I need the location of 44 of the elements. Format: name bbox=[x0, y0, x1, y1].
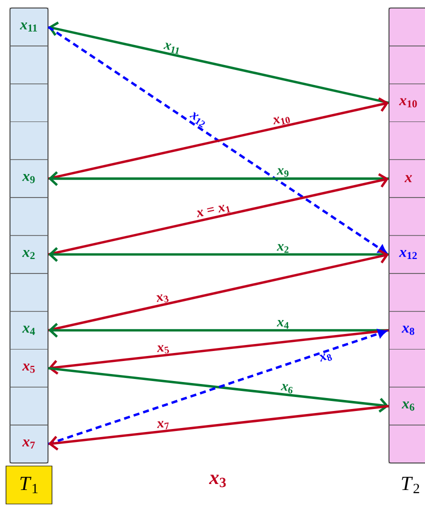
variable-label: x$_{3}$ bbox=[209, 474, 226, 488]
edge-label: x$_{3}$ bbox=[156, 294, 169, 302]
table-cell: x$_{2}$ bbox=[10, 235, 48, 274]
empty-cell bbox=[10, 197, 48, 236]
empty-cell bbox=[10, 273, 48, 312]
arrow bbox=[48, 247, 389, 262]
table-cell: x$_{11}$ bbox=[10, 8, 48, 46]
empty-cell bbox=[10, 386, 48, 426]
empty-cell bbox=[10, 84, 48, 122]
edge-label: x = x$_{1}$ bbox=[196, 204, 230, 218]
table-title: T$_{2}$ bbox=[402, 476, 420, 494]
table-cell: x$_{8}$ bbox=[388, 311, 425, 350]
arrow bbox=[48, 26, 387, 254]
table-title: T$_{1}$ bbox=[6, 466, 52, 504]
edge-label: x$_{7}$ bbox=[157, 420, 169, 430]
edge-label: x$_{9}$ bbox=[276, 168, 289, 177]
arrow bbox=[48, 329, 389, 375]
arrow bbox=[48, 173, 389, 256]
edge-label: x$_{11}$ bbox=[163, 42, 179, 54]
table-cell: x$_{5}$ bbox=[10, 348, 48, 388]
arrow bbox=[48, 248, 389, 332]
table-cell: x$_{12}$ bbox=[388, 235, 425, 274]
empty-cell bbox=[10, 121, 48, 160]
table-cell: x bbox=[388, 159, 425, 198]
arrow bbox=[48, 97, 389, 180]
arrow bbox=[48, 367, 389, 413]
edge-label: x$_{6}$ bbox=[280, 384, 292, 394]
table-cell: x$_{6}$ bbox=[388, 386, 425, 426]
arrow bbox=[48, 171, 389, 186]
arrow bbox=[48, 404, 389, 450]
edge-label: x$_{4}$ bbox=[276, 320, 289, 329]
table-cell: x$_{10}$ bbox=[388, 84, 425, 122]
table-cell: x$_{9}$ bbox=[10, 159, 48, 198]
table-cell: x$_{7}$ bbox=[10, 424, 48, 464]
arrow bbox=[48, 322, 389, 338]
empty-cell bbox=[10, 46, 48, 84]
edge-label: x$_{2}$ bbox=[276, 244, 288, 253]
arrow bbox=[48, 22, 389, 104]
edge-label: x$_{12}$ bbox=[190, 112, 205, 128]
edge-label: x$_{5}$ bbox=[157, 344, 169, 354]
arrow bbox=[48, 329, 386, 446]
edge-label: x$_{10}$ bbox=[273, 116, 290, 125]
edge-label: x$_{8}$ bbox=[319, 353, 332, 362]
table-cell: x$_{4}$ bbox=[10, 311, 48, 350]
